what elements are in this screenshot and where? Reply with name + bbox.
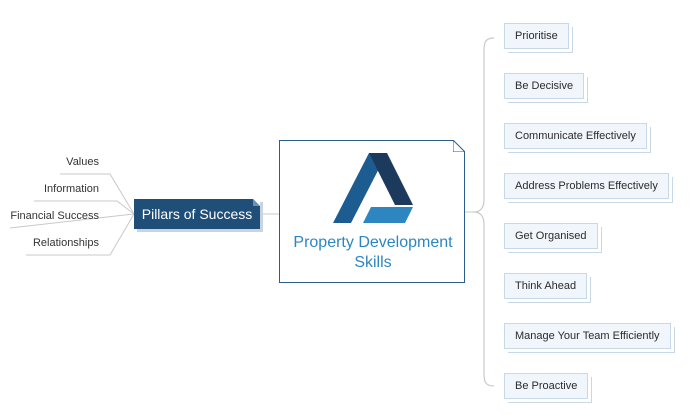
central-topic-node[interactable]: Property Development Skills bbox=[279, 140, 465, 283]
connector-relationships bbox=[26, 213, 135, 256]
connector-information bbox=[34, 200, 135, 215]
company-logo-icon bbox=[333, 153, 413, 223]
pillar-leaf-information[interactable]: Information bbox=[43, 183, 99, 195]
pillars-of-success-node[interactable]: Pillars of Success bbox=[134, 199, 260, 229]
skill-node-address-problems-effectively[interactable]: Address Problems Effectively bbox=[504, 173, 669, 199]
pillars-of-success-title: Pillars of Success bbox=[141, 206, 253, 222]
pillar-leaf-relationships[interactable]: Relationships bbox=[32, 237, 99, 249]
skills-brace bbox=[473, 37, 495, 387]
skill-node-be-decisive[interactable]: Be Decisive bbox=[504, 73, 585, 99]
page-fold-icon bbox=[253, 199, 260, 206]
skill-node-think-ahead[interactable]: Think Ahead bbox=[504, 273, 588, 299]
skill-node-prioritise[interactable]: Prioritise bbox=[504, 23, 569, 49]
pillar-leaf-financial-success[interactable]: Financial Success bbox=[10, 210, 99, 222]
skill-node-get-organised[interactable]: Get Organised bbox=[504, 223, 598, 249]
skill-node-be-proactive[interactable]: Be Proactive bbox=[504, 373, 589, 399]
skill-node-manage-your-team-efficiently[interactable]: Manage Your Team Efficiently bbox=[504, 323, 671, 349]
page-fold-icon bbox=[453, 140, 465, 152]
central-topic-title: Property Development Skills bbox=[293, 234, 453, 271]
skill-node-communicate-effectively[interactable]: Communicate Effectively bbox=[504, 123, 647, 149]
connector-values bbox=[60, 173, 135, 215]
connector-financial-success bbox=[9, 213, 135, 229]
pillar-leaf-values[interactable]: Values bbox=[66, 156, 99, 168]
